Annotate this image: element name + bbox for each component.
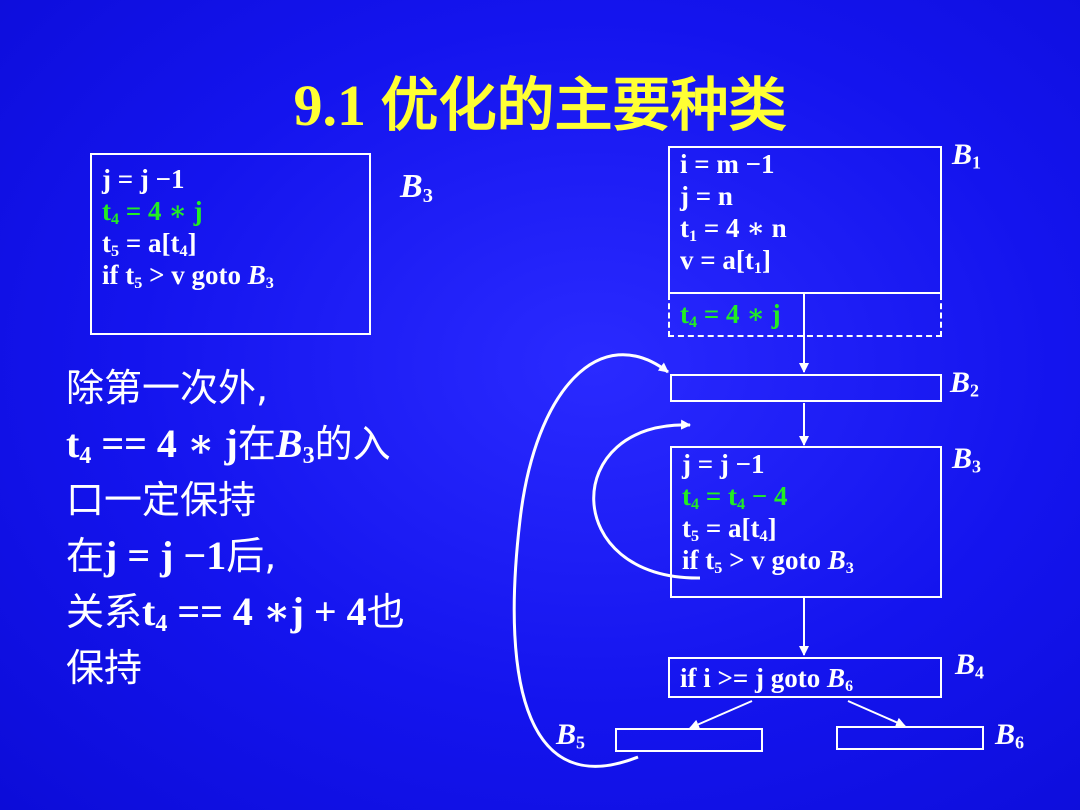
left-line-1: j = j −1 [102, 164, 185, 194]
label-b2: B2 [950, 366, 980, 401]
b1-line-3: t1 = 4 ∗ n [680, 213, 787, 246]
block-b4: if i >= j goto B6 [668, 657, 942, 698]
b1-line-1: i = m −1 [680, 149, 775, 179]
b4-statement: if i >= j goto B6 [680, 663, 854, 696]
para-line-4: 在j = j −1后, [66, 533, 277, 578]
label-b6: B6 [995, 718, 1025, 753]
b1-line-2: j = n [680, 181, 733, 211]
b3-line-2: t4 = t4 − 4 [682, 481, 788, 514]
para-line-6: 保持 [66, 646, 143, 690]
label-b4: B4 [955, 648, 985, 683]
explanation-paragraph: 除第一次外, t4 == 4 ∗ j在B3的入 口一定保持 在j = j −1后… [66, 360, 405, 696]
block-b5 [615, 728, 763, 752]
para-line-1: 除第一次外, [66, 366, 269, 410]
label-b1: B1 [952, 138, 982, 173]
b3-line-3: t5 = a[t4] [682, 513, 777, 546]
block-b6 [836, 726, 984, 750]
para-line-3: 口一定保持 [66, 478, 257, 522]
block-b1: i = m −1 j = n t1 = 4 ∗ n v = a[t1] [668, 146, 942, 294]
b1-line-4: v = a[t1] [680, 245, 771, 278]
left-line-3: t5 = a[t4] [102, 228, 197, 261]
block-b2 [670, 374, 942, 402]
label-b5: B5 [556, 718, 586, 753]
para-line-5: 关系t4 == 4 ∗j + 4也 [66, 589, 405, 637]
b3-line-4: if t5 > v goto B3 [682, 545, 854, 578]
block-b3: j = j −1 t4 = t4 − 4 t5 = a[t4] if t5 > … [670, 446, 942, 598]
b3-line-1: j = j −1 [682, 449, 765, 479]
left-line-2: t4 = 4 ∗ j [102, 196, 203, 229]
edge-b3-loop [592, 419, 701, 580]
left-line-4: if t5 > v goto B3 [102, 260, 274, 293]
edge-b4-b5 [689, 700, 753, 729]
label-b3: B3 [952, 442, 982, 477]
edge-b5-b2-loop [512, 353, 669, 768]
slide-title: 9.1 优化的主要种类 [293, 73, 787, 138]
edge-b4-b6 [847, 700, 906, 727]
left-code-box: j = j −1 t4 = 4 ∗ j t5 = a[t4] if t5 > v… [90, 153, 371, 335]
left-box-label: B3 [400, 168, 433, 208]
para-line-2: t4 == 4 ∗ j在B3的入 [66, 421, 391, 469]
hoisted-block: t4 = 4 ∗ j [668, 294, 942, 337]
hoisted-statement: t4 = 4 ∗ j [680, 299, 781, 332]
